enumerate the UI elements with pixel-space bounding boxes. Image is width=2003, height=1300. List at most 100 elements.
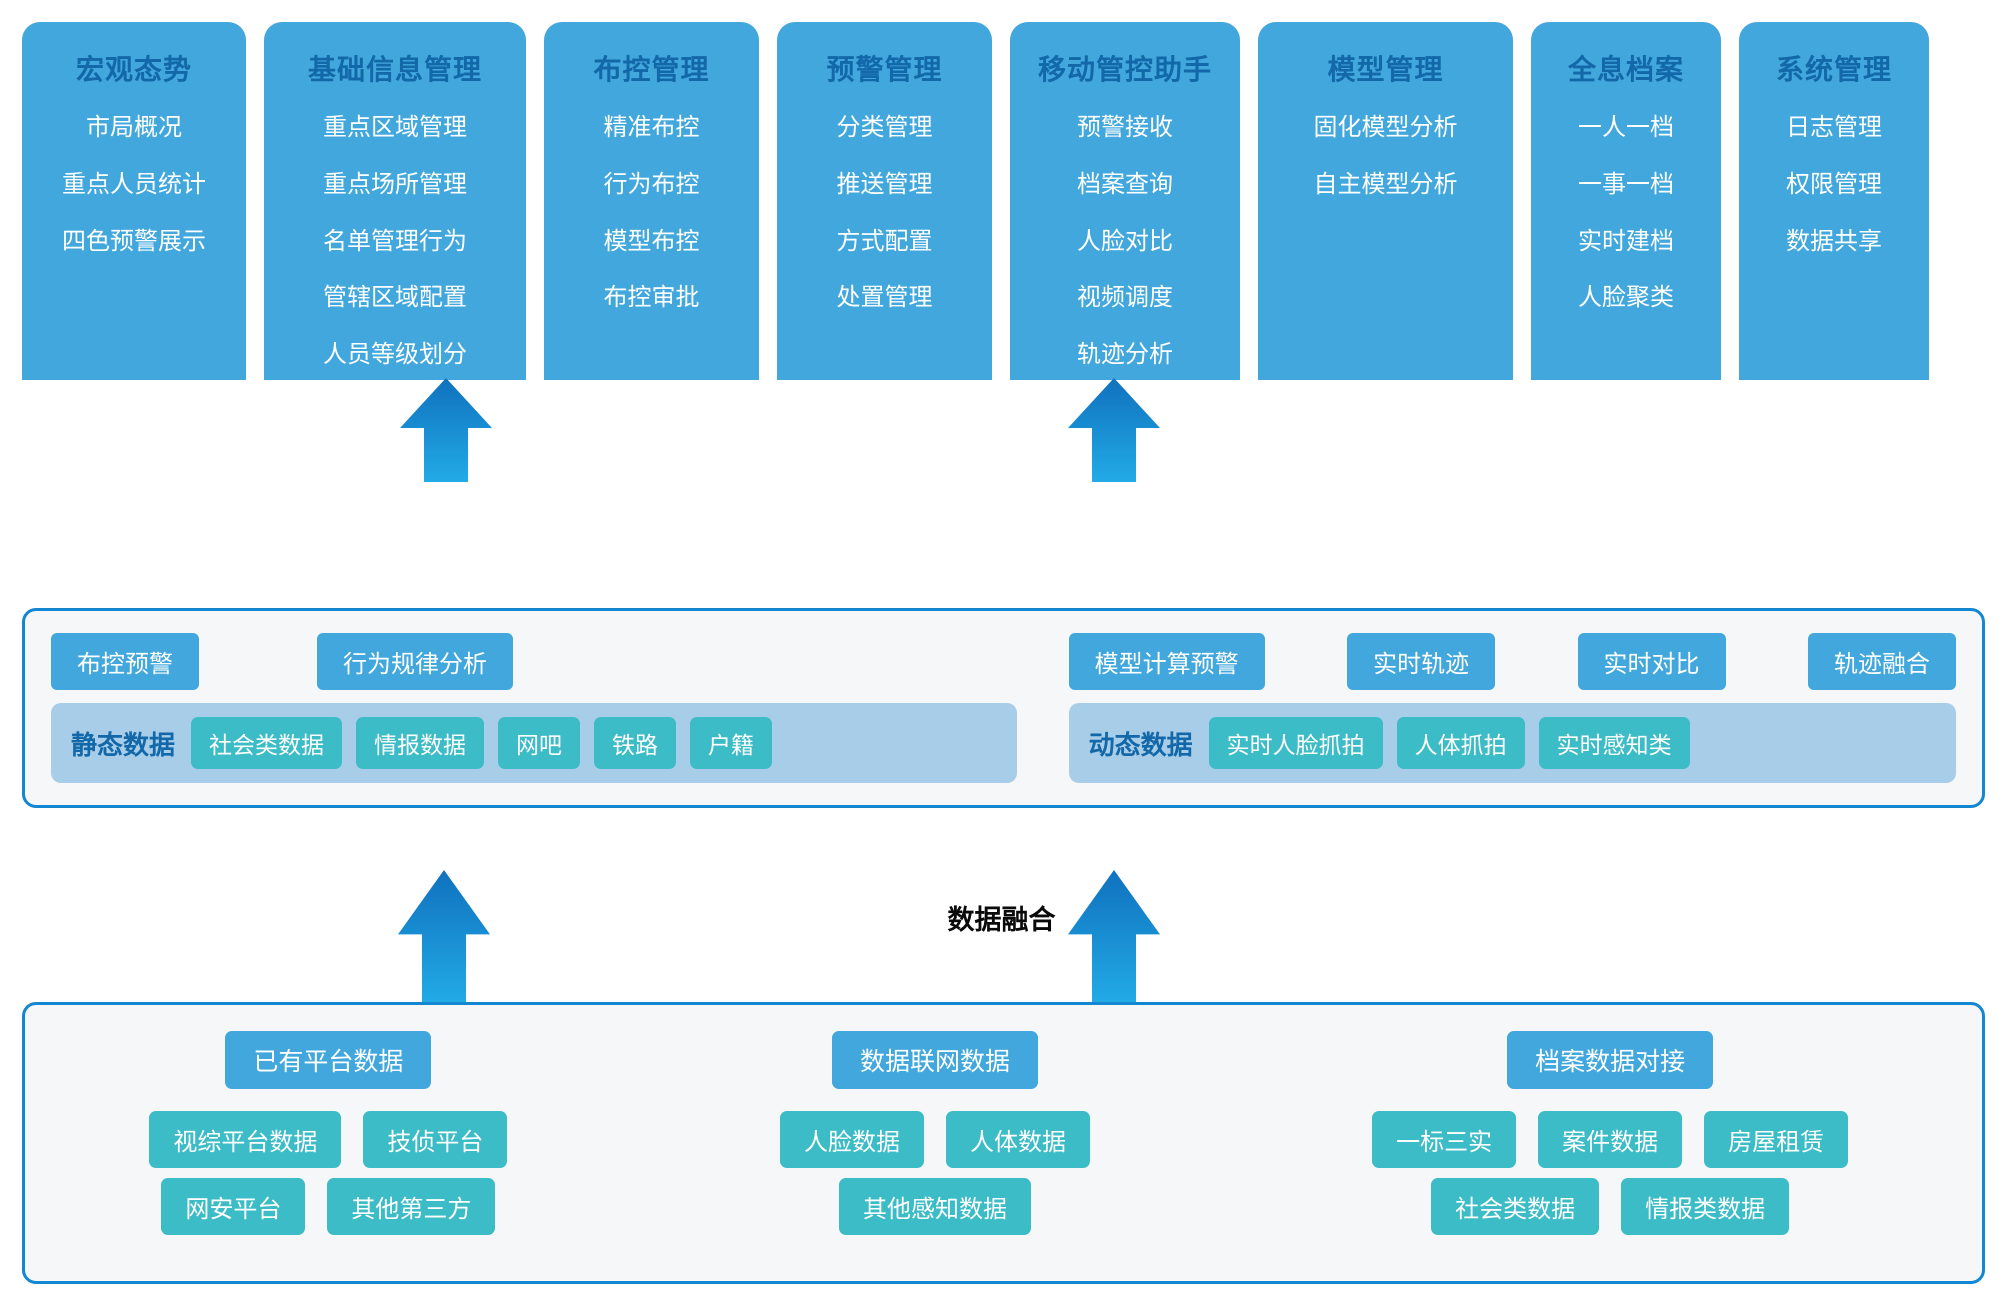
capability-chip[interactable]: 实时轨迹 [1347,633,1496,690]
module-item[interactable]: 人员等级划分 [323,341,467,369]
source-chip-row: 一标三实案件数据房屋租赁 [1238,1111,1982,1168]
source-chip[interactable]: 其他感知数据 [838,1178,1031,1235]
module-item[interactable]: 重点场所管理 [323,170,467,198]
source-group-2: 数据联网数据人脸数据人体数据其他感知数据 [632,1005,1239,1281]
module-item[interactable]: 分类管理 [836,114,933,141]
data-type-chip[interactable]: 人体抓拍 [1396,717,1525,769]
data-type-chip[interactable]: 实时人脸抓拍 [1208,717,1383,769]
module-item[interactable]: 行为布控 [603,170,700,198]
source-chip-row: 其他感知数据 [632,1178,1239,1235]
source-chip[interactable]: 人脸数据 [779,1111,924,1168]
module-item[interactable]: 精准布控 [603,114,700,141]
source-chip[interactable]: 网安平台 [161,1178,306,1235]
dynamic-data-label: 动态数据 [1088,729,1193,760]
source-chip-rows: 一标三实案件数据房屋租赁社会类数据情报类数据 [1238,1111,1982,1235]
source-chip[interactable]: 一标三实 [1372,1111,1517,1168]
module-item[interactable]: 权限管理 [1786,170,1882,198]
module-card-1[interactable]: 宏观态势市局概况重点人员统计四色预警展示 [22,22,246,380]
module-card-row: 宏观态势市局概况重点人员统计四色预警展示基础信息管理重点区域管理重点场所管理名单… [22,22,1985,380]
module-item[interactable]: 轨迹分析 [1077,341,1173,369]
module-item[interactable]: 档案查询 [1077,170,1173,198]
module-title: 基础信息管理 [307,54,482,85]
module-item[interactable]: 一人一档 [1578,114,1674,141]
module-title: 全息档案 [1567,54,1684,85]
module-item[interactable]: 重点区域管理 [323,114,467,141]
module-title: 模型管理 [1327,54,1444,85]
module-item[interactable]: 管辖区域配置 [323,284,467,312]
source-group-header[interactable]: 已有平台数据 [225,1031,432,1089]
module-item[interactable]: 推送管理 [836,170,933,198]
module-item[interactable]: 名单管理行为 [323,227,467,255]
module-item[interactable]: 实时建档 [1578,227,1674,255]
data-type-chip[interactable]: 网吧 [498,717,581,769]
capability-chip[interactable]: 轨迹融合 [1807,633,1956,690]
module-title: 宏观态势 [75,54,192,85]
module-item[interactable]: 方式配置 [836,227,933,255]
capability-chip[interactable]: 实时对比 [1577,633,1726,690]
static-data-label: 静态数据 [71,729,176,760]
module-item[interactable]: 四色预警展示 [62,227,206,255]
dynamic-data-chips: 实时人脸抓拍人体抓拍实时感知类 [1208,717,1704,769]
module-item[interactable]: 人脸对比 [1077,227,1173,255]
arrow-sources-to-static-icon [398,870,490,1004]
module-item[interactable]: 人脸聚类 [1578,284,1674,312]
module-card-5[interactable]: 移动管控助手预警接收档案查询人脸对比视频调度轨迹分析 [1010,22,1240,380]
source-group-3: 档案数据对接一标三实案件数据房屋租赁社会类数据情报类数据 [1238,1005,1982,1281]
module-card-4[interactable]: 预警管理分类管理推送管理方式配置处置管理 [777,22,992,380]
module-item[interactable]: 日志管理 [1786,114,1882,141]
module-title: 布控管理 [593,54,710,85]
source-chip[interactable]: 情报类数据 [1621,1178,1790,1235]
module-card-8[interactable]: 系统管理日志管理权限管理数据共享 [1739,22,1929,380]
source-chip[interactable]: 社会类数据 [1431,1178,1600,1235]
module-card-6[interactable]: 模型管理固化模型分析自主模型分析 [1258,22,1513,380]
module-item[interactable]: 预警接收 [1077,114,1173,141]
source-group-header[interactable]: 档案数据对接 [1507,1031,1714,1089]
arrow-fusion-to-bukong-icon [400,378,492,482]
module-item[interactable]: 自主模型分析 [1313,170,1458,198]
source-chip[interactable]: 人体数据 [945,1111,1090,1168]
static-data-half: 布控预警 行为规律分析 静态数据 社会类数据情报数据网吧铁路户籍 [25,611,1043,805]
data-type-chip[interactable]: 情报数据 [356,717,485,769]
fusion-platform-band: 布控预警行为规律分析 静态数据 社会类数据情报数据网吧铁路户籍 模型计算预警实时… [22,608,1985,808]
module-item[interactable]: 市局概况 [86,114,182,141]
module-item[interactable]: 一事一档 [1578,170,1674,198]
source-chip-row: 人脸数据人体数据 [632,1111,1239,1168]
module-card-7[interactable]: 全息档案一人一档一事一档实时建档人脸聚类 [1531,22,1721,380]
module-item[interactable]: 布控审批 [603,284,700,312]
module-card-3[interactable]: 布控管理精准布控行为布控模型布控布控审批 [544,22,759,380]
source-chip-row: 社会类数据情报类数据 [1238,1178,1982,1235]
module-item[interactable]: 固化模型分析 [1313,114,1458,141]
dynamic-data-strip: 动态数据 实时人脸抓拍人体抓拍实时感知类 [1068,703,1956,783]
source-group-header[interactable]: 数据联网数据 [831,1031,1038,1089]
data-type-chip[interactable]: 社会类数据 [191,717,343,769]
module-card-2[interactable]: 基础信息管理重点区域管理重点场所管理名单管理行为管辖区域配置人员等级划分 [264,22,526,380]
module-title: 移动管控助手 [1037,54,1212,85]
source-chip-row: 视综平台数据技侦平台 [25,1111,632,1168]
source-chip[interactable]: 其他第三方 [327,1178,496,1235]
source-chip[interactable]: 案件数据 [1538,1111,1683,1168]
module-item[interactable]: 处置管理 [836,284,933,312]
source-chip[interactable]: 视综平台数据 [149,1111,342,1168]
module-item[interactable]: 模型布控 [603,227,700,255]
module-item[interactable]: 数据共享 [1786,227,1882,255]
data-source-band: 已有平台数据视综平台数据技侦平台网安平台其他第三方数据联网数据人脸数据人体数据其… [22,1002,1985,1284]
source-chip[interactable]: 房屋租赁 [1704,1111,1849,1168]
data-type-chip[interactable]: 户籍 [690,717,773,769]
capability-chip[interactable]: 布控预警 [51,633,199,690]
source-group-1: 已有平台数据视综平台数据技侦平台网安平台其他第三方 [25,1005,632,1281]
data-fusion-label: 数据融合 [947,905,1056,935]
source-chip-row: 网安平台其他第三方 [25,1178,632,1235]
static-data-chips: 社会类数据情报数据网吧铁路户籍 [191,717,786,769]
source-chip-rows: 人脸数据人体数据其他感知数据 [632,1111,1239,1235]
source-chip-rows: 视综平台数据技侦平台网安平台其他第三方 [25,1111,632,1235]
capability-chip[interactable]: 模型计算预警 [1068,633,1265,690]
data-type-chip[interactable]: 铁路 [594,717,677,769]
module-item[interactable]: 视频调度 [1077,284,1173,312]
module-item[interactable]: 重点人员统计 [62,170,206,198]
source-chip[interactable]: 技侦平台 [363,1111,508,1168]
module-title: 预警管理 [826,54,943,85]
static-data-strip: 静态数据 社会类数据情报数据网吧铁路户籍 [51,703,1017,783]
capability-chip[interactable]: 行为规律分析 [317,633,513,690]
data-type-chip[interactable]: 实时感知类 [1538,717,1690,769]
